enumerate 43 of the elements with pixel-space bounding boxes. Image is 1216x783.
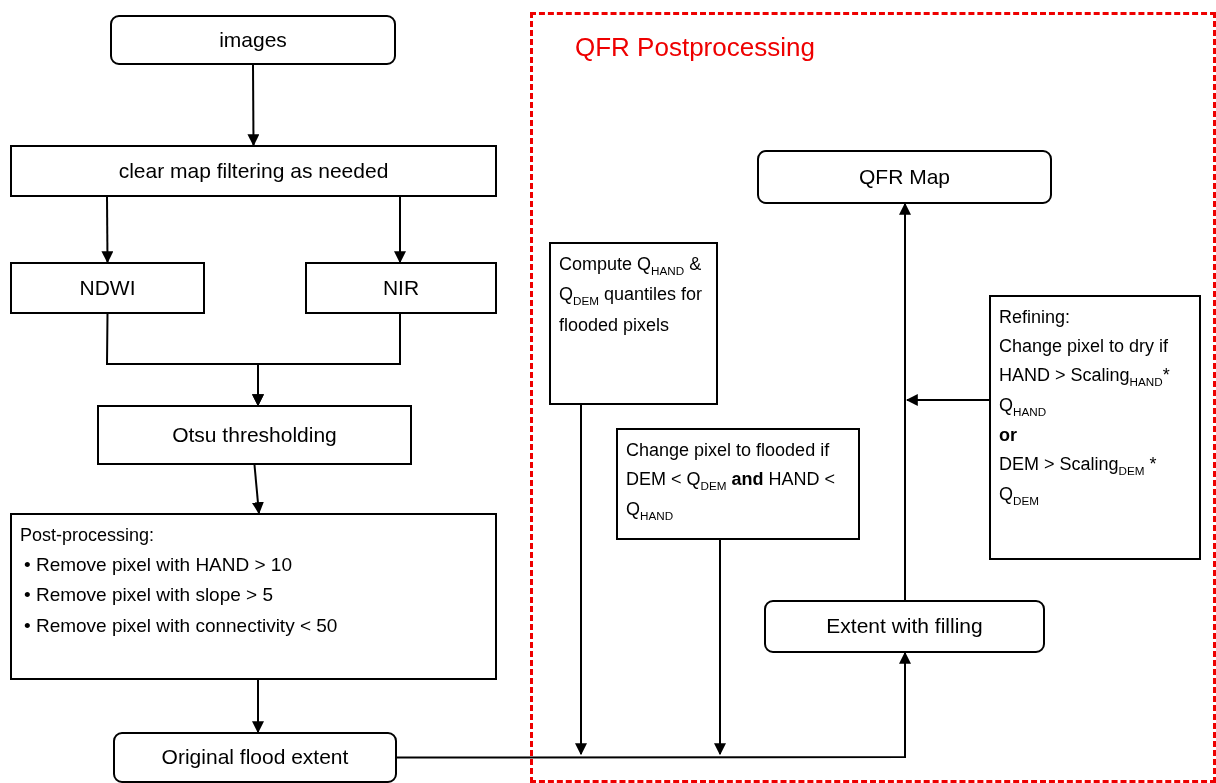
arrow [575,404,587,756]
rounded-box [113,732,397,783]
list-item: • Remove pixel with HAND > 10 [24,552,293,577]
rounded-box [110,15,396,65]
box-text: DEM > Scaling$_{DEM}$ * Q$_{DEM}$ [999,453,1158,509]
box-text: QFR Map [859,163,950,190]
process-box [305,262,497,314]
arrow [252,679,264,734]
box-text: clear map filtering as needed [118,157,389,184]
box-heading: Post-processing: [20,524,155,547]
rounded-box [757,150,1052,204]
process-box [97,405,412,465]
arrow [394,196,406,264]
process-box [549,242,718,405]
rounded-box [764,600,1045,653]
box-text: Original flood extent [161,744,349,771]
box-text: Otsu thresholding [172,421,337,448]
process-box [10,513,497,680]
arrow [714,539,726,756]
arrow [247,64,260,147]
region-title: QFR Postprocessing [575,31,815,64]
arrow [251,464,264,515]
box-text: NDWI [79,274,136,301]
list-item: • Remove pixel with slope > 5 [24,583,275,608]
arrow [101,196,114,264]
arrow [905,394,990,406]
box-text: images [219,26,287,53]
arrow [899,202,911,601]
list-item: • Remove pixel with connectivity < 50 [24,613,338,638]
box-text: Compute Q$_{HAND}$ & Q$_{DEM}$ quantiles for flooded pixels [559,253,704,337]
process-box [616,428,860,540]
box-text: NIR [382,274,420,301]
process-box [989,295,1201,560]
box-text: Change pixel to flooded if DEM < Q$_{DEM}$ and HAND < Q$_{HAND}$ [626,439,837,524]
process-box [10,262,205,314]
box-text: or [999,424,1017,448]
box-text: Extent with filling [826,613,983,640]
box-heading: Refining: [999,306,1071,329]
process-box [10,145,497,197]
box-text: Change pixel to dry if HAND > Scaling$_{HAND}$* Q$_{HAND}$ [999,334,1171,420]
dashed-region [530,12,1216,783]
arrow [396,651,911,759]
arrow [252,313,401,407]
